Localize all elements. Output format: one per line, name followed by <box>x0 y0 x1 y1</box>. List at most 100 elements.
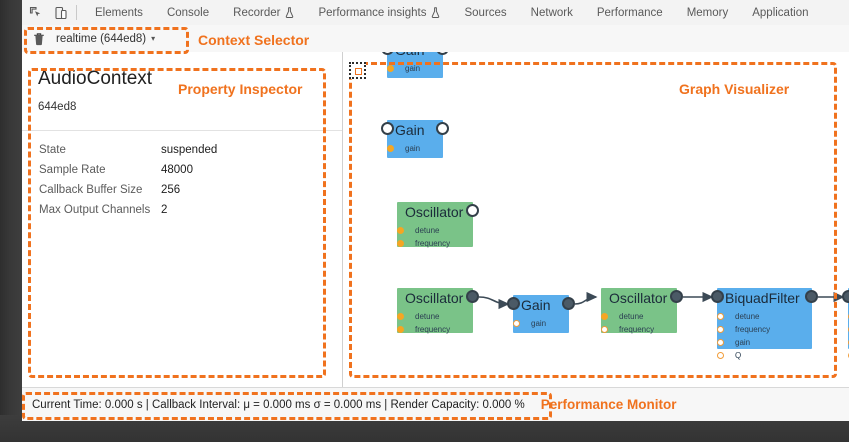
graph-visualizer[interactable]: GaingainGaingainOscillatordetunefrequenc… <box>343 52 849 388</box>
audio-param-port-icon[interactable] <box>601 312 608 320</box>
performance-monitor: Current Time: 0.000 s | Callback Interva… <box>22 387 849 421</box>
audio-node-params: gain <box>513 317 546 330</box>
tab-label: Application <box>752 6 809 19</box>
audio-param-frequency[interactable]: frequency <box>397 237 450 250</box>
audio-param-gain[interactable]: gain <box>387 62 420 75</box>
tab-memory[interactable]: Memory <box>675 0 741 25</box>
audio-node-title: Gain <box>395 52 425 58</box>
property-table: State suspended Sample Rate 48000 Callba… <box>39 140 332 220</box>
table-row: Sample Rate 48000 <box>39 160 332 180</box>
experimental-flask-icon <box>285 7 294 18</box>
audio-node-input-port[interactable] <box>507 297 520 310</box>
graph-edge <box>574 291 598 305</box>
context-selector-value[interactable]: realtime (644ed8) <box>56 32 147 45</box>
audio-param-port-icon[interactable] <box>397 226 404 234</box>
audio-node-input-port[interactable] <box>842 290 849 303</box>
audio-param-port-icon[interactable] <box>387 144 394 152</box>
audio-param-port-icon[interactable] <box>717 351 724 359</box>
tab-sources[interactable]: Sources <box>452 0 518 25</box>
audio-param-port-icon[interactable] <box>397 325 404 333</box>
audio-param-detune[interactable]: detune <box>397 310 450 323</box>
audio-param-frequency[interactable]: frequency <box>397 323 450 336</box>
audio-param-frequency[interactable]: frequency <box>717 323 770 336</box>
annotation-label-context-selector: Context Selector <box>198 32 310 48</box>
audio-param-port-icon[interactable] <box>513 319 520 327</box>
page-title: AudioContext <box>38 68 153 89</box>
trash-icon[interactable] <box>31 31 47 47</box>
audio-param-port-icon[interactable] <box>601 325 608 333</box>
tab-recorder[interactable]: Recorder <box>221 0 306 25</box>
audio-node-output-port[interactable] <box>466 204 479 217</box>
audio-node-graph[interactable]: GaingainGaingainOscillatordetunefrequenc… <box>343 52 849 388</box>
graph-edge <box>478 296 510 310</box>
audio-node-input-port[interactable] <box>711 290 724 303</box>
tab-console[interactable]: Console <box>155 0 221 25</box>
tab-label: Elements <box>95 6 143 19</box>
device-toolbar-icon[interactable] <box>50 2 72 24</box>
tab-label: Memory <box>686 6 729 19</box>
tab-performance-insights[interactable]: Performance insights <box>306 0 452 25</box>
table-row: Callback Buffer Size 256 <box>39 180 332 200</box>
audio-node-output-port[interactable] <box>466 290 479 303</box>
annotation-label-graph-visualizer: Graph Visualizer <box>679 81 790 97</box>
annotation-label-performance-monitor: Performance Monitor <box>540 397 677 412</box>
audio-node-output-port[interactable] <box>670 290 683 303</box>
audio-param-Q[interactable]: Q <box>717 349 770 362</box>
toolbar-divider <box>76 5 77 20</box>
audio-param-gain[interactable]: gain <box>717 336 770 349</box>
chevron-down-icon[interactable]: ▾ <box>151 33 156 43</box>
audio-node-input-port[interactable] <box>381 122 394 135</box>
tab-label: Console <box>166 6 210 19</box>
devtools-panel: Elements Console Recorder Performance in… <box>22 0 849 421</box>
audio-param-detune[interactable]: detune <box>717 310 770 323</box>
property-key: Callback Buffer Size <box>39 184 143 196</box>
graph-selection-handle[interactable] <box>349 62 366 79</box>
experimental-flask-icon <box>431 7 440 18</box>
performance-monitor-text: Current Time: 0.000 s | Callback Interva… <box>32 398 525 411</box>
tab-performance[interactable]: Performance <box>585 0 675 25</box>
context-id-text: 644ed8 <box>38 101 77 113</box>
audio-node-output-port[interactable] <box>562 297 575 310</box>
audio-param-port-icon[interactable] <box>717 312 724 320</box>
audio-param-gain[interactable]: gain <box>513 317 546 330</box>
audio-node-title: Oscillator <box>405 204 464 220</box>
inspect-cursor-icon[interactable] <box>25 2 47 24</box>
audio-param-gain[interactable]: gain <box>387 142 420 155</box>
tab-application[interactable]: Application <box>740 0 820 25</box>
audio-param-port-icon[interactable] <box>397 239 404 247</box>
audio-param-port-icon[interactable] <box>717 325 724 333</box>
audio-node-title: BiquadFilter <box>725 290 800 306</box>
audio-node-gain-top[interactable]: Gain gain <box>381 52 449 78</box>
tab-label: Network <box>530 6 573 19</box>
audio-param-detune[interactable]: detune <box>397 224 450 237</box>
audio-node-output-port[interactable] <box>436 122 449 135</box>
audio-param-port-icon[interactable] <box>387 64 394 72</box>
audio-param-detune[interactable]: detune <box>601 310 654 323</box>
audio-param-port-icon[interactable] <box>397 312 404 320</box>
tab-network[interactable]: Network <box>519 0 585 25</box>
tab-label: Performance insights <box>318 6 427 19</box>
devtools-tabbar: Elements Console Recorder Performance in… <box>22 0 849 26</box>
property-key: Sample Rate <box>39 164 106 176</box>
audio-node-title: Oscillator <box>609 290 668 306</box>
audio-param-port-icon[interactable] <box>717 338 724 346</box>
audio-param-frequency[interactable]: frequency <box>601 323 654 336</box>
audio-node-params: gain <box>387 62 420 75</box>
audio-node-output-port[interactable] <box>805 290 818 303</box>
property-value: 48000 <box>161 164 193 176</box>
property-key: Max Output Channels <box>39 204 151 216</box>
property-key: State <box>39 144 66 156</box>
annotation-label-property-inspector: Property Inspector <box>178 81 303 97</box>
property-value: 256 <box>161 184 181 196</box>
tab-elements[interactable]: Elements <box>83 0 155 25</box>
property-value: suspended <box>161 144 218 156</box>
